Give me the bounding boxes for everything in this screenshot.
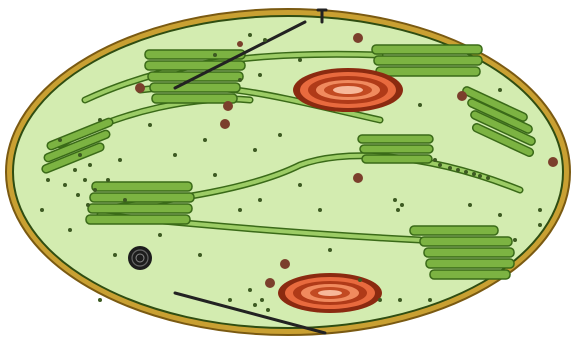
nucleoid [128, 246, 152, 270]
ribosome-dot [318, 208, 322, 212]
ribosome-dot [298, 183, 302, 187]
ribosome-dot [278, 133, 282, 137]
ribosome-dot [76, 193, 80, 197]
ribosome-dot [63, 183, 67, 187]
ribosome-dot [106, 178, 110, 182]
granum-middle [358, 135, 433, 163]
ribosome-dot [93, 188, 97, 192]
ribosome-dot [238, 78, 242, 82]
ribosome-dot [213, 53, 217, 57]
ribosome-dot [198, 253, 202, 257]
ribosome-dot [456, 168, 460, 172]
ribosome-dot [83, 178, 87, 182]
ribosome-dot [98, 118, 102, 122]
ribosome-dot [253, 303, 257, 307]
ribosome-dot [398, 298, 402, 302]
ribosome-dot [258, 73, 262, 77]
ribosome-dot [266, 308, 270, 312]
ribosome-dot [46, 178, 50, 182]
ribosome-dot [123, 198, 127, 202]
granum-top-right [372, 45, 482, 76]
ribosome-dot [98, 298, 102, 302]
ribosome-dot [538, 223, 542, 227]
ribosome-dot [213, 173, 217, 177]
ribosome-dot [228, 298, 232, 302]
ribosome-dot [248, 33, 252, 37]
ribosome-dot [478, 174, 482, 178]
ribosome-dot [433, 158, 437, 162]
ribosome-dot [78, 153, 82, 157]
ribosome-dot [464, 170, 468, 174]
starch-granule-bottom [278, 273, 382, 313]
ribosome-dot [513, 238, 517, 242]
starch-granule-top [293, 68, 403, 112]
ribosome-dot [248, 288, 252, 292]
ribosome-dot [486, 176, 490, 180]
ribosome-dot [148, 123, 152, 127]
ribosome-dot [400, 203, 404, 207]
ribosome-dot [253, 148, 257, 152]
ribosome-dot [73, 168, 77, 172]
ribosome-dot [86, 203, 90, 207]
ribosome-dot [448, 166, 452, 170]
ribosome-dot [263, 38, 267, 42]
ribosome-dot [238, 208, 242, 212]
ribosome-dot [58, 138, 62, 142]
ribosome-dot [298, 58, 302, 62]
ribosome-dot [260, 298, 264, 302]
ribosome-dot [498, 88, 502, 92]
ribosome-dot [358, 278, 362, 282]
ribosome-dot [468, 203, 472, 207]
ribosome-dot [396, 208, 400, 212]
ribosome-dot [40, 208, 44, 212]
ribosome-dot [113, 253, 117, 257]
ribosome-dot [328, 248, 332, 252]
ribosome-dot [378, 298, 382, 302]
ribosome-dot [438, 163, 442, 167]
ribosome-dot [472, 172, 476, 176]
ribosome-dot [173, 153, 177, 157]
ribosome-dot [393, 198, 397, 202]
ribosome-dot [258, 198, 262, 202]
ribosome-dot [118, 158, 122, 162]
ribosome-dot [538, 208, 542, 212]
ribosome-dot [428, 298, 432, 302]
ribosome-dot [203, 138, 207, 142]
ribosome-dot [88, 163, 92, 167]
ribosome-dot [68, 228, 72, 232]
ribosome-dot [418, 103, 422, 107]
ribosome-dot [498, 213, 502, 217]
ribosome-dot [158, 233, 162, 237]
